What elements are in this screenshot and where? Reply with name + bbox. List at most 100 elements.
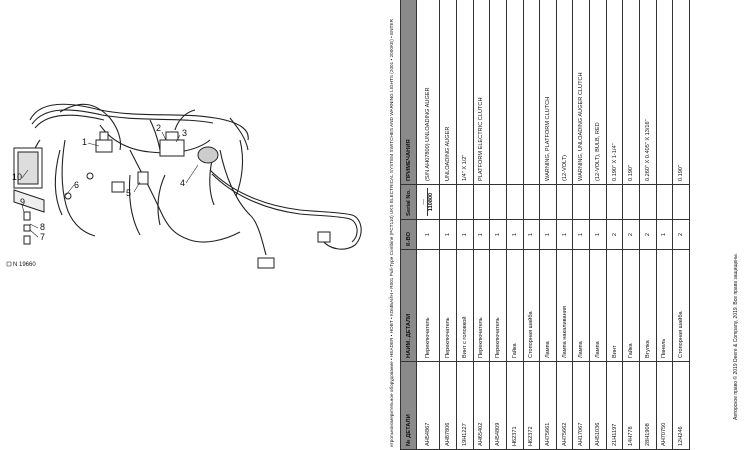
cell-serial	[539, 184, 557, 220]
cell-part-number: 28H1908	[639, 361, 657, 450]
cell-serial	[656, 184, 673, 220]
cell-part-name: Стопорная шайба	[672, 249, 690, 362]
table-row: AH54809 Переключатель 1	[489, 0, 507, 450]
cell-part-name: Панель	[656, 249, 673, 362]
cell-quantity: 1	[473, 219, 490, 250]
callout-2: 2	[156, 123, 161, 133]
cell-part-number: AH75662	[556, 361, 573, 450]
table-row: AH17067 Лампа 1 WARNING, UNLOADING AUGER…	[572, 0, 590, 450]
table-row: 28H1908 Втулка 2 0.260" X 0.405" X 13/16…	[639, 0, 657, 450]
table-row: 21H1197 Винт 2 0.190" X 1-1/4"	[606, 0, 623, 450]
table-row: 12H246 Стопорная шайба 2 0.190"	[672, 0, 690, 450]
cell-part-name: Лампа	[589, 249, 607, 362]
cell-serial	[489, 184, 507, 220]
cell-part-name: Стопорная шайба	[523, 249, 540, 362]
cell-quantity: 2	[672, 219, 690, 250]
cell-part-name: Гайка	[622, 249, 640, 362]
cell-part-number: AH51036	[589, 361, 607, 450]
cell-serial	[622, 184, 640, 220]
cell-part-name: Переключатель	[489, 249, 507, 362]
callout-8: 8	[40, 222, 45, 232]
cell-notes: 1/4" X 1/2"	[456, 0, 474, 185]
cell-notes: 0.190" X 1-1/4"	[606, 0, 623, 185]
cell-serial	[473, 184, 490, 220]
cell-serial	[556, 184, 573, 220]
callout-10: 10	[12, 172, 22, 182]
cell-notes: 0.260" X 0.405" X 13/16"	[639, 0, 657, 185]
cell-quantity: 1	[656, 219, 673, 250]
document-header-line: нтрольноизмерительное оборудование • HEA…	[389, 19, 394, 447]
cell-notes: WARNING, UNLOADING AUGER CLUTCH	[572, 0, 590, 185]
cell-quantity: 1	[556, 219, 573, 250]
cell-part-number: AH54867	[416, 361, 440, 450]
cell-quantity: 1	[439, 219, 457, 250]
cell-quantity: 2	[606, 219, 623, 250]
col-header-serial: Serial No.	[400, 184, 417, 220]
cell-part-number: AH75661	[539, 361, 557, 450]
callout-9: 9	[20, 197, 25, 207]
cell-quantity: 1	[506, 219, 523, 250]
cell-serial	[672, 184, 690, 220]
cell-quantity: 1	[416, 219, 440, 250]
cell-quantity: 2	[639, 219, 657, 250]
callout-3: 3	[182, 128, 187, 138]
callout-6: 6	[74, 180, 79, 190]
parts-table: № ДЕТАЛИ НАИМ. ДЕТАЛИ К-ВО Serial No. ПР…	[400, 0, 690, 450]
cell-part-name: Винт	[606, 249, 623, 362]
cell-part-number: 21H1197	[606, 361, 623, 450]
cell-part-name: Переключатель	[416, 249, 440, 362]
cell-serial	[589, 184, 607, 220]
cell-quantity: 1	[572, 219, 590, 250]
callout-5: 5	[126, 188, 131, 198]
cell-notes	[489, 0, 507, 185]
callout-4: 4	[180, 178, 185, 188]
col-header-part-name: НАИМ. ДЕТАЛИ	[400, 249, 417, 362]
serial-bottom: 110800	[428, 192, 435, 212]
col-header-part-number: № ДЕТАЛИ	[400, 361, 417, 450]
table-row: AH70750 Панель 1	[656, 0, 673, 450]
cell-part-number: AH87806	[439, 361, 457, 450]
callout-1: 1	[82, 137, 87, 147]
table-row: H62372 Стопорная шайба 1	[523, 0, 540, 450]
figure-id: N 19660	[13, 262, 36, 268]
table-row: AH65402 Переключатель 1 PLATFORM ELECTRI…	[473, 0, 490, 450]
cell-part-name: Переключатель	[439, 249, 457, 362]
cell-part-name: Лампа накаливания	[556, 249, 573, 362]
cell-part-number: AH17067	[572, 361, 590, 450]
cell-serial: —110800	[416, 184, 440, 220]
cell-part-name: Лампа	[539, 249, 557, 362]
table-row: 19H1227 Винт с головкой 1 1/4" X 1/2"	[456, 0, 474, 450]
cell-part-number: H62372	[523, 361, 540, 450]
table-row: 14H778 Гайка 2 0.190"	[622, 0, 640, 450]
col-header-quantity: К-ВО	[400, 219, 417, 250]
cell-part-name: Втулка	[639, 249, 657, 362]
cell-part-number: 14H778	[622, 361, 640, 450]
cell-notes: 0.190"	[622, 0, 640, 185]
cell-quantity: 1	[539, 219, 557, 250]
table-row: AH75661 Лампа 1 WARNING, PLATFORM CLUTCH	[539, 0, 557, 450]
cell-part-name: Переключатель	[473, 249, 490, 362]
cell-notes: (12-VOLT)	[556, 0, 573, 185]
col-header-notes: ПРИМЕЧАНИЯ	[400, 0, 417, 185]
cell-notes	[656, 0, 673, 185]
cell-quantity: 1	[523, 219, 540, 250]
cell-quantity: 2	[622, 219, 640, 250]
cell-serial	[439, 184, 457, 220]
cell-serial	[506, 184, 523, 220]
cell-quantity: 1	[489, 219, 507, 250]
cell-notes: (S/N AH07800) UNLOADING AUGER	[416, 0, 440, 185]
cell-part-number: AH54809	[489, 361, 507, 450]
wiring-diagram: 1 2 3 4 5 6 7 8 9 10 N 19660	[6, 103, 362, 269]
table-row: AH54867 Переключатель 1 —110800 (S/N AH0…	[416, 0, 440, 450]
cell-quantity: 1	[456, 219, 474, 250]
table-row: AH87806 Переключатель 1 UNLOADING AUGER	[439, 0, 457, 450]
cell-notes: PLATFORM ELECTRIC CLUTCH	[473, 0, 490, 185]
table-row: AH51036 Лампа 1 (12-VOLT), BULB, RED	[589, 0, 607, 450]
cell-part-name: Винт с головкой	[456, 249, 474, 362]
cell-part-number: 19H1227	[456, 361, 474, 450]
callout-7: 7	[40, 232, 45, 242]
cell-part-number: H62371	[506, 361, 523, 450]
cell-notes: (12-VOLT), BULB, RED	[589, 0, 607, 185]
cell-serial	[639, 184, 657, 220]
